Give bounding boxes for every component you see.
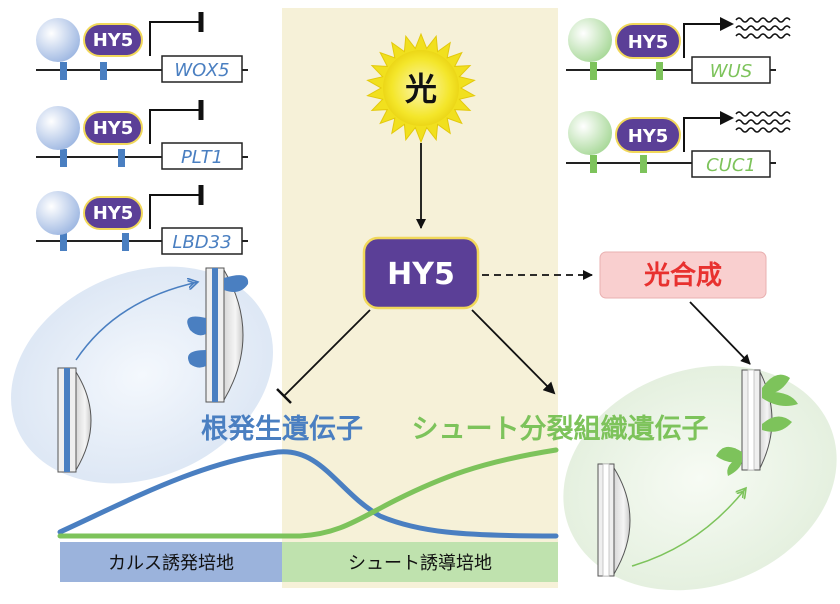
cofactor-sphere [36, 191, 80, 235]
cofactor-sphere [36, 106, 80, 150]
hy5-protein-badge [615, 23, 681, 59]
gene-box [161, 55, 243, 83]
activated-gene-group: HY5 WUS HY5 CUC1 [566, 17, 791, 178]
hy5-protein-label: HY5 [93, 30, 134, 51]
hy5-protein-badge [83, 23, 143, 57]
root-genes-label: 根発生遺伝子 [201, 414, 363, 445]
inhibition-bar [276, 388, 292, 404]
hy5-node-label: HY5 [387, 257, 455, 292]
gene-name: PLT1 [181, 147, 223, 168]
development-arrow [75, 282, 198, 361]
hy5-protein-badge [615, 117, 681, 153]
root-gene-expression-curve [57, 449, 559, 539]
hy5-inhibits-root-genes [283, 309, 371, 397]
development-arrow [631, 488, 746, 567]
cofactor-sphere [36, 18, 80, 62]
repressed-gene-row: HY5 WOX5 [36, 12, 248, 83]
activated-gene-row: HY5 CUC1 [566, 111, 791, 178]
shoot-gene-expression-curve [57, 447, 559, 539]
callus-medium-bar [60, 542, 282, 582]
hy5-protein-label: HY5 [628, 126, 669, 147]
hy5-activates-shoot-genes [471, 309, 556, 395]
shoot-medium-label: シュート誘導培地 [348, 553, 492, 574]
callus-medium-label: カルス誘発培地 [108, 553, 234, 574]
gene-name: WUS [710, 61, 752, 82]
gene-name: WOX5 [174, 60, 229, 81]
gene-box [691, 56, 771, 84]
cofactor-sphere [568, 111, 612, 155]
hy5-protein-label: HY5 [93, 203, 134, 224]
hy5-node [362, 236, 480, 310]
repressed-gene-group: HY5 WOX5 HY5 PLT1 HY5 [36, 12, 248, 255]
gene-name: CUC1 [706, 155, 756, 176]
photosynthesis-node [599, 251, 767, 299]
repressed-gene-row: HY5 PLT1 [36, 100, 248, 170]
hy5-protein-label: HY5 [93, 118, 134, 139]
shoot-explant-illustration [563, 365, 837, 591]
gene-box [161, 227, 243, 255]
gene-box [161, 142, 243, 170]
sun-icon: 光 [366, 32, 476, 144]
gene-name: LBD33 [172, 232, 231, 253]
mrna-wave-icon [735, 111, 791, 133]
activated-gene-row: HY5 WUS [566, 17, 791, 84]
light-label: 光 [405, 70, 437, 108]
gene-box [691, 150, 771, 178]
hy5-protein-label: HY5 [628, 32, 669, 53]
callus-explant-illustration [11, 266, 273, 484]
mrna-wave-icon [735, 17, 791, 39]
hy5-protein-badge [83, 196, 143, 230]
photosynthesis-label: 光合成 [643, 260, 722, 291]
hy5-protein-badge [83, 111, 143, 145]
photosynthesis-to-shoot-arrow [689, 301, 751, 365]
shoot-medium-bar [282, 542, 558, 582]
repressed-gene-row: HY5 LBD33 [36, 185, 248, 255]
shoot-genes-label: シュート分裂組織遺伝子 [412, 413, 709, 445]
cofactor-sphere [568, 18, 612, 62]
